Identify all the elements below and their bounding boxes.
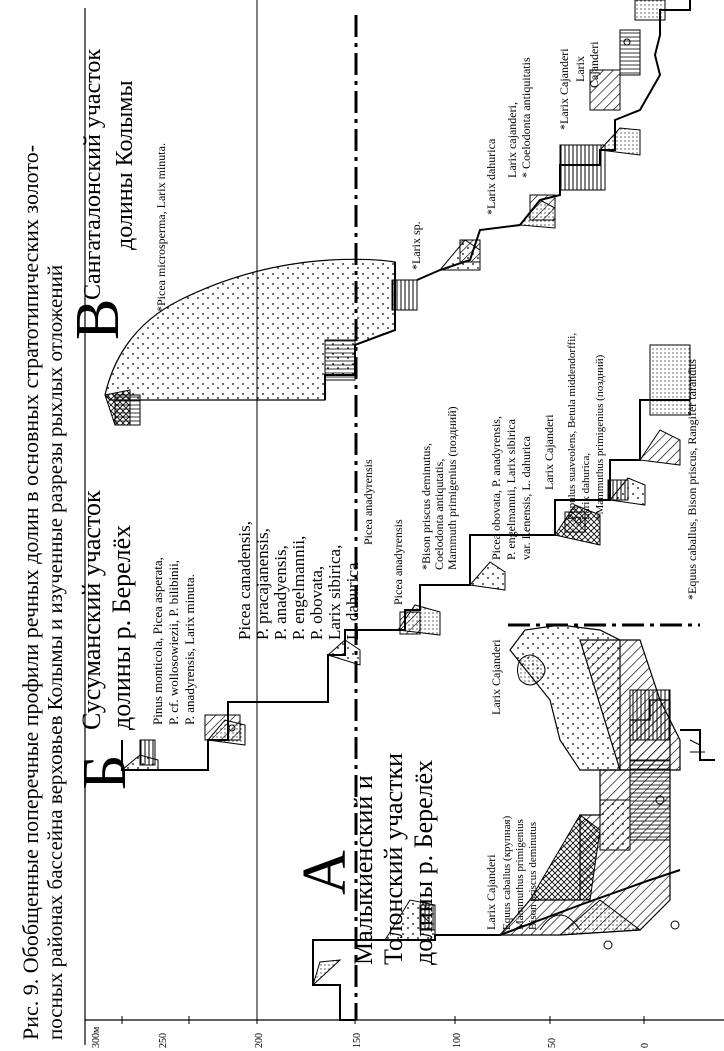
section-a-flora-1: Larix Cajanderi <box>484 854 498 930</box>
section-b-flora-mid-5: P. obovata, <box>307 566 326 640</box>
section-b-fauna-1: *Bison priscus deminutus, <box>419 443 433 570</box>
section-b-flora-top-1: Pinus monticola, Picea asperata, <box>150 557 165 725</box>
section-b-labels: Б Сусуманский участок долины р. Берелёх … <box>71 333 699 790</box>
section-b-flora-low-1: Picea obovata, P. anadyrensis, <box>489 416 503 560</box>
section-b-title-2: долины р. Берелёх <box>107 525 136 730</box>
section-c-labels: В Сангаталонский участок долины Колымы *… <box>64 41 601 340</box>
section-a-labels: А Малыкиенский и Толонский участки долин… <box>291 639 539 965</box>
section-b-profile <box>120 344 691 771</box>
section-a-title-1: Малыкиенский и <box>349 775 378 965</box>
section-b-flora-mid-3: P. anadyensis, <box>271 545 290 640</box>
section-a-title-3: долины р. Берелёх <box>409 760 438 965</box>
section-c-flora-top: *Picea microsperma, Larix minuta. <box>154 143 168 312</box>
section-c-larix-caj-low-2: Larix <box>573 56 587 82</box>
axis-tick-300: 300м <box>91 1026 102 1048</box>
section-a-profile <box>311 624 715 1021</box>
section-c-larix-caj-low-1: *Larix Cajanderi <box>557 48 571 130</box>
section-c-larix-sp: *Larix sp. <box>409 221 423 270</box>
section-b-flora-mid-7: L. dahurica <box>343 562 362 640</box>
section-b-populus-3: *Mammuthus primigenius (поздний) <box>594 354 606 520</box>
section-c-title-1: Сангаталонский участок <box>80 49 106 300</box>
section-b-populus-1: Populus suaveolens, Betula middendorffii… <box>566 333 578 520</box>
section-b-larix-cajanderi: Larix Cajanderi <box>542 414 556 490</box>
axis-tick-150: 150 <box>352 1033 363 1048</box>
axis-tick-50: 50 <box>547 1038 558 1048</box>
axis-tick-250: 250 <box>158 1033 169 1048</box>
section-a-title-2: Толонский участки <box>379 753 408 965</box>
section-a-flora-right: Larix Cajanderi <box>489 639 503 715</box>
caption-line-1: Рис. 9. Обобщенные поперечные профили ре… <box>18 145 43 1040</box>
axis-tick-200: 200 <box>254 1033 265 1048</box>
section-b-populus-2: Larix dahurica, <box>580 453 592 520</box>
section-b-picea-anadyrensis-1: Picea anadyrensis <box>391 519 405 605</box>
section-b-title-1: Сусуманский участок <box>77 490 106 730</box>
section-a-letter: А <box>291 850 359 895</box>
section-a-flora-3: Mammuthus primigenius <box>514 819 526 930</box>
axis-tick-0: 0 <box>640 1043 651 1048</box>
axis-tick-100: 100 <box>452 1033 463 1048</box>
section-c-larix-caj-low-3: Cajanderi <box>587 41 601 88</box>
caption-line-2: посных районах бассейна верховьев Колымы… <box>43 265 67 1040</box>
section-b-flora-top-2: P. cf. wollosowiezii, P. bilibinii, <box>166 560 181 725</box>
section-b-fauna-2: Coelodonta antiqutatis, <box>432 459 446 570</box>
section-b-flora-low-3: var. Lenensis, L. dahurica <box>519 435 533 560</box>
section-b-flora-top-3: P. anadyrensis, Larix minuta. <box>182 574 197 725</box>
section-a-flora-4: Bison priscus deminutus <box>527 822 539 930</box>
section-c-larix-dahurica: *Larix dahurica <box>484 138 498 215</box>
section-b-equus: *Equus caballus, Bison priscus, Rangifer… <box>685 359 699 600</box>
section-b-letter: Б <box>71 754 139 790</box>
section-b-flora-mid-4: P. engelmannii, <box>289 536 308 640</box>
section-c-larix-caj-top-1: Larix cajanderi, <box>505 102 519 178</box>
section-b-flora-low-2: P. engelmannii, Larix sibirica <box>504 418 518 560</box>
section-b-flora-mid-6: Larix sibirica, <box>325 545 344 640</box>
section-a-flora-2: Equus caballus (крупная) <box>501 815 513 930</box>
section-c-letter: В <box>64 299 132 340</box>
section-c-profile <box>104 0 691 426</box>
section-c-larix-caj-top-2: * Coelodonta antiquitatis <box>519 57 533 178</box>
section-b-fauna-3: Mammuth primigenius (поздний) <box>445 406 459 570</box>
section-b-flora-mid-2: P. pracajanensis, <box>253 528 272 640</box>
section-c-title-2: долины Колымы <box>112 80 138 250</box>
section-b-flora-mid-1: Picea canadensis, <box>235 521 254 640</box>
section-b-picea-anadyrensis-2: Picea anadyrensis <box>361 459 375 545</box>
elevation-axis: 300м 250 200 150 100 50 0 <box>84 8 724 1048</box>
figure-caption: Рис. 9. Обобщенные поперечные профили ре… <box>18 145 67 1040</box>
